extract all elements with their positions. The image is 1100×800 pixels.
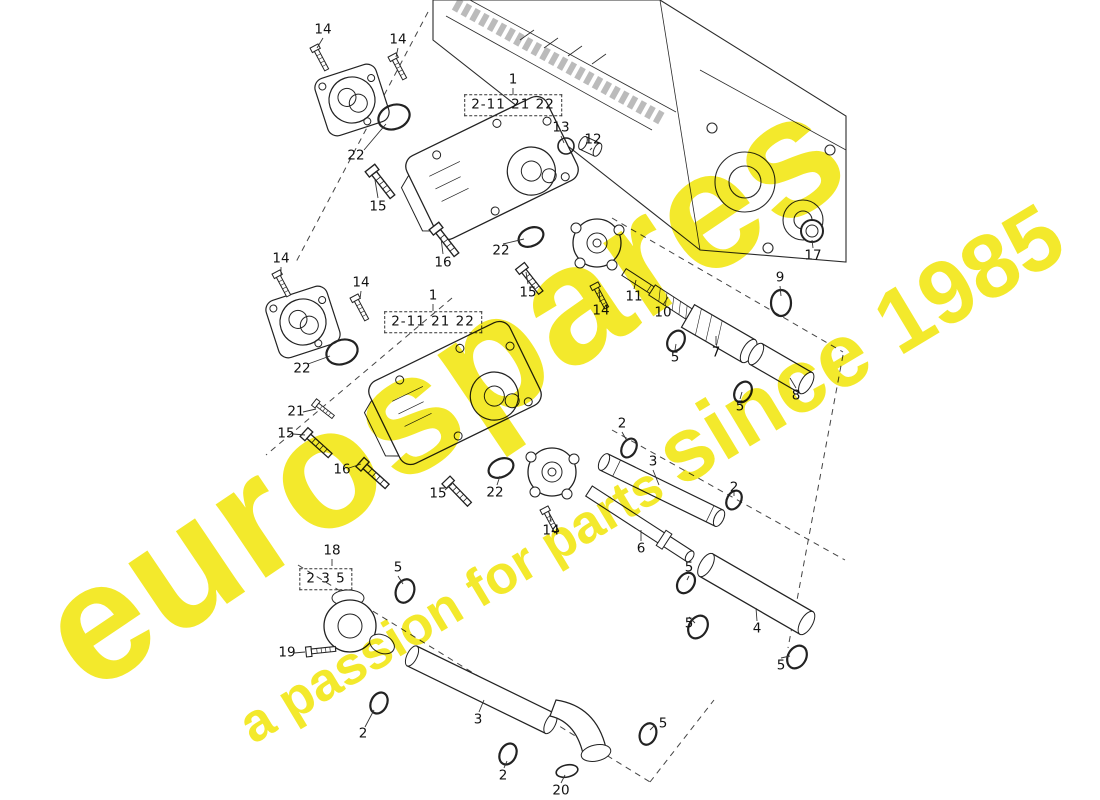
o-ring-2d (498, 742, 518, 766)
callout-group-box: 2 3 5 (299, 568, 353, 590)
callout-6: 6 (636, 540, 646, 557)
bolt-15-icon (299, 427, 335, 461)
bolt-14-icon (309, 43, 332, 73)
callout-group-box: 2-11 21 22 (464, 94, 562, 116)
callout-22: 22 (492, 242, 510, 259)
leader-lines (280, 37, 814, 784)
housing-18 (323, 589, 395, 655)
callout-12: 12 (584, 131, 602, 148)
o-ring-2b (725, 489, 743, 511)
bushing-12 (578, 135, 603, 157)
callout-17: 17 (804, 247, 822, 264)
seal-17-inner (805, 224, 819, 238)
o-ring-2a (620, 437, 638, 459)
callout-7: 7 (711, 344, 721, 361)
o-ring-22b (517, 226, 545, 248)
callout-2: 2 (617, 415, 627, 432)
o-ring-22a (377, 103, 411, 131)
callout-5: 5 (735, 398, 745, 415)
callout-22: 22 (347, 147, 365, 164)
callout-5: 5 (684, 559, 694, 576)
seal-17 (800, 219, 824, 243)
callout-15: 15 (369, 198, 387, 215)
callout-5: 5 (658, 715, 668, 732)
callout-14: 14 (592, 302, 610, 319)
o-ring-5d (687, 614, 709, 640)
engine-block (432, 0, 847, 263)
callout-19: 19 (278, 644, 296, 661)
callout-15: 15 (277, 425, 295, 442)
callout-5: 5 (776, 657, 786, 674)
o-ring-22d (487, 457, 515, 479)
callout-14: 14 (314, 21, 332, 38)
o-ring-5e (786, 644, 808, 670)
pipe-8 (747, 342, 815, 395)
bolt-16-icon (355, 456, 392, 492)
callout-14: 14 (542, 522, 560, 539)
callout-11: 11 (625, 288, 643, 305)
pump-body-upper (390, 91, 583, 250)
callout-5: 5 (670, 349, 680, 366)
flange-lower (525, 447, 580, 500)
callout-18: 18 (323, 542, 341, 559)
ring-13 (557, 137, 575, 155)
callout-14: 14 (389, 31, 407, 48)
callout-2: 2 (729, 479, 739, 496)
callout-13: 13 (552, 119, 570, 136)
callout-14: 14 (272, 250, 290, 267)
callout-20: 20 (552, 782, 570, 799)
callout-1: 1 (428, 287, 438, 304)
pipe-group-right (666, 219, 824, 404)
o-ring-5a (666, 329, 686, 353)
pump-cover-lower (262, 282, 344, 362)
bolt-14-icon (387, 52, 410, 82)
callout-16: 16 (434, 254, 452, 271)
o-ring-5c (675, 571, 697, 595)
flange-upper (570, 218, 625, 271)
o-ring-5b (733, 380, 753, 404)
callout-21: 21 (287, 403, 305, 420)
callout-5: 5 (393, 559, 403, 576)
pipe-6 (584, 485, 695, 563)
callout-4: 4 (752, 620, 762, 637)
callout-14: 14 (352, 274, 370, 291)
pipe-group-middle (584, 437, 816, 670)
bolt-15-icon (441, 475, 475, 509)
callout-3: 3 (473, 711, 483, 728)
pump-body-lower (353, 316, 546, 475)
o-ring-2c (369, 691, 389, 715)
callout-15: 15 (519, 284, 537, 301)
callout-16: 16 (333, 461, 351, 478)
callout-2: 2 (358, 725, 368, 742)
pipe-4 (697, 552, 816, 636)
callout-8: 8 (791, 387, 801, 404)
pipe-3-upper (597, 453, 726, 528)
callout-10: 10 (654, 304, 672, 321)
callout-9: 9 (775, 269, 785, 286)
pipe-3-lower (404, 645, 558, 735)
callout-2: 2 (498, 767, 508, 784)
callout-22: 22 (486, 484, 504, 501)
o-ring-5f (394, 578, 416, 604)
callout-15: 15 (429, 485, 447, 502)
pipe-7 (680, 303, 758, 364)
bolt-19-icon (304, 643, 337, 658)
elbow-pipe (549, 699, 612, 762)
pump-cover-upper (311, 60, 393, 140)
pipe-group-bottom (323, 578, 658, 779)
callout-3: 3 (648, 453, 658, 470)
callout-1: 1 (508, 71, 518, 88)
bolt-15-icon (364, 163, 398, 202)
bolt-14-icon (271, 269, 294, 299)
callout-5: 5 (684, 615, 694, 632)
gasket-20 (555, 763, 579, 779)
callout-group-box: 2-11 21 22 (384, 311, 482, 333)
callout-22: 22 (293, 360, 311, 377)
o-ring-9 (769, 288, 793, 318)
o-ring-5g (638, 722, 658, 746)
